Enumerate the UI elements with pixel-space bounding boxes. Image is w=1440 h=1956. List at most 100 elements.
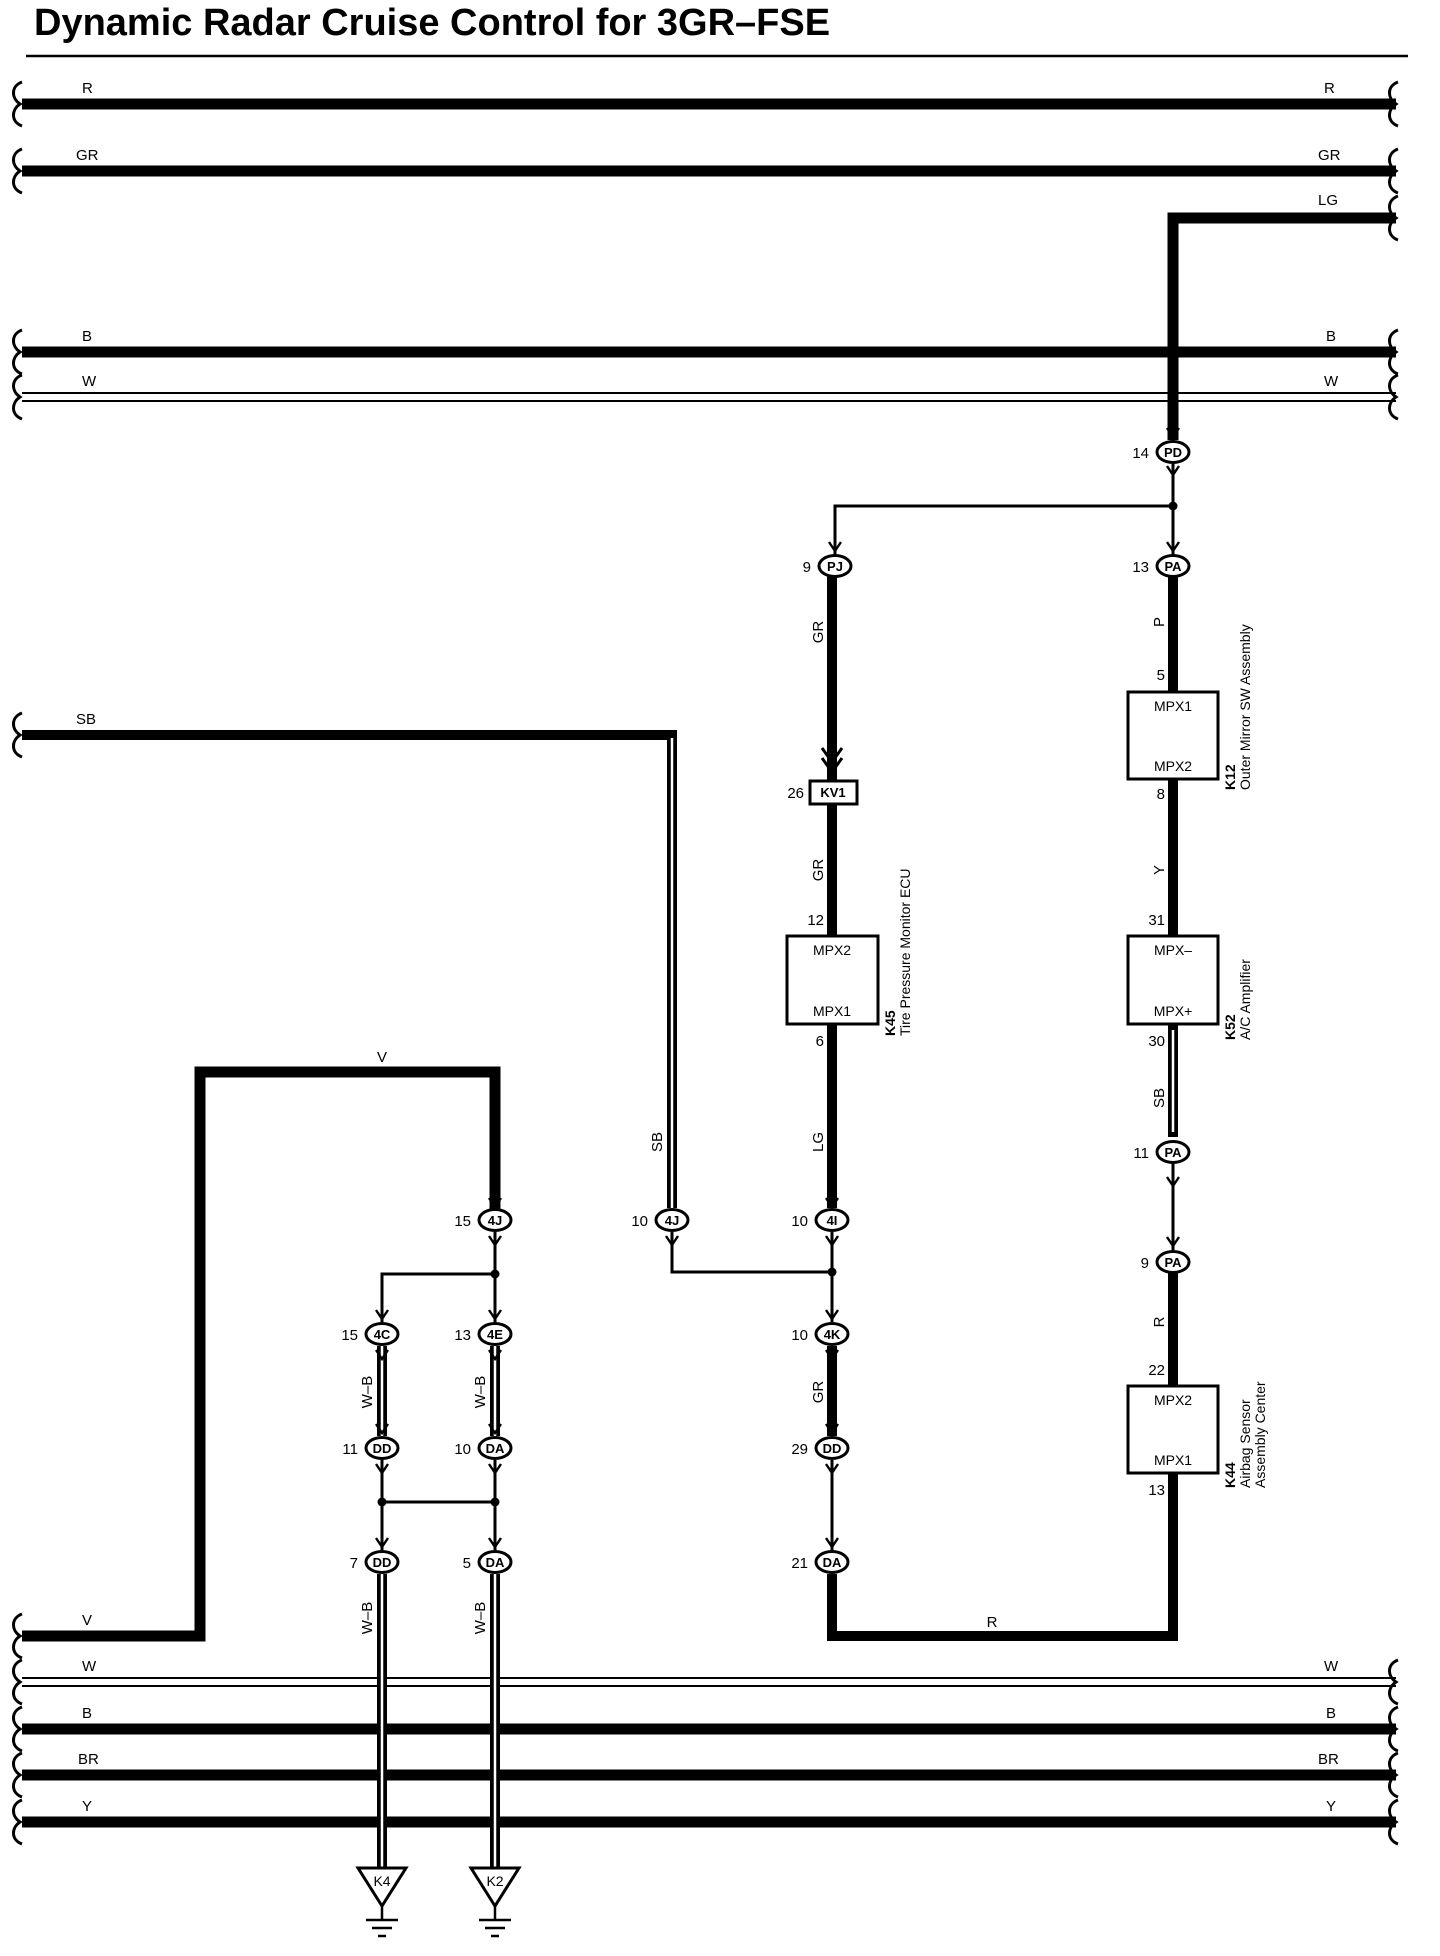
svg-text:29: 29	[791, 1441, 808, 1458]
svg-text:P: P	[1151, 617, 1168, 627]
svg-text:10: 10	[454, 1441, 471, 1458]
connector-pj: PJ 9	[803, 554, 853, 578]
svg-text:DD: DD	[823, 1441, 842, 1456]
svg-text:22: 22	[1148, 1362, 1165, 1379]
svg-text:4J: 4J	[665, 1213, 679, 1228]
svg-text:MPX1: MPX1	[1154, 1452, 1192, 1468]
connector-pa-9: PA 9	[1141, 1250, 1191, 1274]
svg-text:Assembly Center: Assembly Center	[1252, 1381, 1268, 1488]
svg-text:5: 5	[1157, 667, 1165, 684]
connector-dd-7: DD 7	[350, 1550, 400, 1574]
connector-kv1: KV1 26	[787, 779, 859, 806]
wire-label-r-bottom: R	[987, 1614, 998, 1631]
svg-text:6: 6	[816, 1033, 824, 1050]
wire-label-w-left: W	[82, 373, 97, 390]
svg-text:MPX1: MPX1	[813, 1003, 851, 1019]
sb-wire: SB	[11, 711, 677, 1208]
svg-text:Y: Y	[1151, 865, 1168, 875]
svg-text:LG: LG	[810, 1132, 827, 1152]
right-column	[827, 440, 1178, 1641]
svg-text:PD: PD	[1164, 445, 1182, 460]
connector-4k: 4K 10	[791, 1322, 850, 1346]
svg-text:K4: K4	[373, 1873, 390, 1889]
svg-text:4E: 4E	[487, 1327, 503, 1342]
connector-dd-11: DD 11	[342, 1436, 400, 1460]
svg-text:15: 15	[341, 1327, 358, 1344]
svg-text:Tire Pressure Monitor ECU: Tire Pressure Monitor ECU	[897, 868, 913, 1036]
svg-text:4C: 4C	[374, 1327, 391, 1342]
connector-4c: 4C 15	[341, 1322, 400, 1346]
wire-label-v-left: V	[82, 1612, 92, 1629]
wire-label-b2-left: B	[82, 1705, 92, 1722]
svg-text:9: 9	[803, 559, 811, 576]
ground-k4: K4	[355, 1866, 409, 1938]
svg-text:DA: DA	[486, 1555, 505, 1570]
svg-text:12: 12	[807, 912, 824, 929]
connector-4j-15: 4J 15	[454, 1208, 513, 1232]
svg-text:13: 13	[1132, 559, 1149, 576]
left-group	[377, 1232, 500, 1868]
connector-pd: PD 14	[1132, 440, 1191, 464]
middle-column	[670, 576, 844, 1550]
svg-text:K45: K45	[882, 1010, 898, 1036]
svg-text:MPX2: MPX2	[1154, 758, 1192, 774]
svg-text:DA: DA	[486, 1441, 505, 1456]
svg-text:4K: 4K	[824, 1327, 841, 1342]
connectors: PD 14 PA 13 PJ 9 PA 11 PA 9 4J 15	[341, 440, 1191, 1574]
svg-text:Outer Mirror SW Assembly: Outer Mirror SW Assembly	[1237, 624, 1253, 790]
svg-text:4J: 4J	[488, 1213, 502, 1228]
wire-label-w2-left: W	[82, 1658, 97, 1675]
svg-text:PA: PA	[1164, 559, 1182, 574]
component-k44: MPX2 MPX1 22 13 K44 Airbag Sensor Assemb…	[1126, 1362, 1268, 1499]
svg-text:8: 8	[1157, 786, 1165, 803]
svg-text:31: 31	[1148, 912, 1165, 929]
svg-text:4I: 4I	[827, 1213, 838, 1228]
bus-bottom-v-wire	[22, 1066, 501, 1642]
svg-text:14: 14	[1132, 445, 1149, 462]
wire-label-sb-left: SB	[76, 711, 96, 728]
wire-label-b-right: B	[1326, 328, 1336, 345]
svg-text:KV1: KV1	[820, 785, 845, 800]
svg-text:5: 5	[463, 1555, 471, 1572]
svg-text:PJ: PJ	[827, 559, 843, 574]
component-k45: MPX2 MPX1 12 6 K45 Tire Pressure Monitor…	[785, 868, 913, 1050]
svg-text:15: 15	[454, 1213, 471, 1230]
svg-text:10: 10	[631, 1213, 648, 1230]
vertical-wire-labels: GR GR LG GR P Y SB R SB W–B W–B W–B W–B …	[359, 617, 1168, 1634]
svg-text:MPX–: MPX–	[1154, 942, 1192, 958]
wire-label-r-right: R	[1324, 80, 1335, 97]
svg-text:K2: K2	[486, 1873, 503, 1889]
svg-text:DD: DD	[373, 1441, 392, 1456]
component-k12: MPX1 MPX2 5 8 K12 Outer Mirror SW Assemb…	[1126, 624, 1253, 803]
wire-label-br-left: BR	[78, 1751, 99, 1768]
svg-text:K52: K52	[1222, 1014, 1238, 1040]
svg-text:A/C Amplifier: A/C Amplifier	[1237, 959, 1253, 1040]
svg-text:R: R	[1151, 1316, 1168, 1327]
connector-4e: 4E 13	[454, 1322, 513, 1346]
wire-label-b2-right: B	[1326, 1705, 1336, 1722]
svg-text:SB: SB	[649, 1132, 666, 1152]
svg-text:GR: GR	[810, 621, 827, 644]
svg-text:11: 11	[1133, 1145, 1149, 1162]
wire-label-gr-right: GR	[1318, 147, 1341, 164]
wire-label-r-left: R	[82, 80, 93, 97]
svg-text:13: 13	[454, 1327, 471, 1344]
svg-text:DA: DA	[823, 1555, 842, 1570]
wire-label-w-right: W	[1324, 373, 1339, 390]
svg-text:10: 10	[791, 1213, 808, 1230]
wire-label-gr-left: GR	[76, 147, 99, 164]
svg-text:W–B: W–B	[472, 1376, 489, 1409]
bottom-bus: V W W B B BR BR Y Y	[11, 1066, 1400, 1846]
connector-dd-29: DD 29	[791, 1436, 850, 1460]
svg-text:MPX+: MPX+	[1154, 1003, 1193, 1019]
svg-text:W–B: W–B	[359, 1376, 376, 1409]
wire-label-br-right: BR	[1318, 1751, 1339, 1768]
svg-text:Airbag Sensor: Airbag Sensor	[1237, 1399, 1253, 1488]
svg-text:K12: K12	[1222, 764, 1238, 790]
svg-text:26: 26	[787, 785, 804, 802]
connector-da-10: DA 10	[454, 1436, 513, 1460]
connector-da-21: DA 21	[791, 1550, 850, 1574]
connector-da-5: DA 5	[463, 1550, 513, 1574]
bus-top-lg-wire	[1167, 212, 1396, 440]
wire-label-w2-right: W	[1324, 1658, 1339, 1675]
